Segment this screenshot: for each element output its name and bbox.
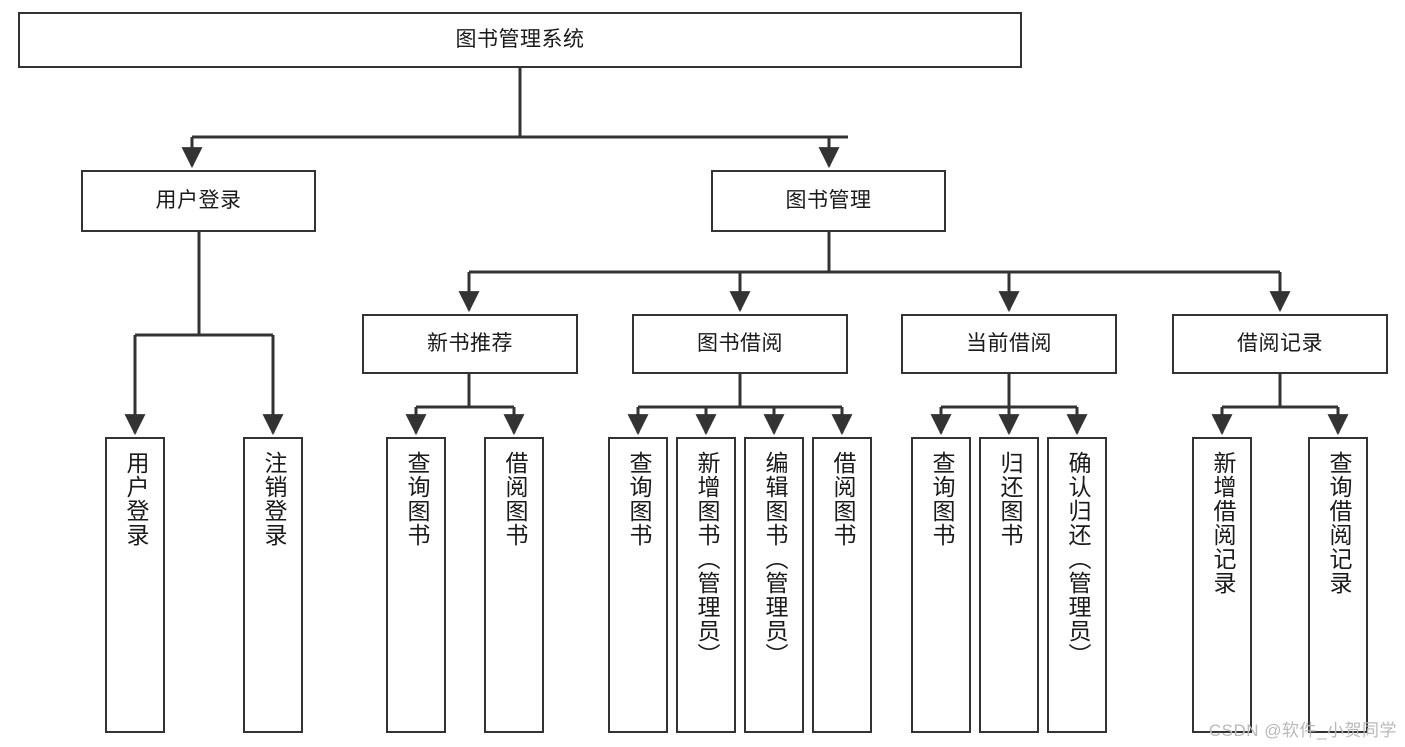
leaf-query-book-current[interactable]: 查询图书 <box>911 437 971 733</box>
node-borrowing-record[interactable]: 借阅记录 <box>1172 314 1388 374</box>
node-label: 图书管理系统 <box>455 27 585 51</box>
node-current-borrowing[interactable]: 当前借阅 <box>901 314 1117 374</box>
node-label: 新书推荐 <box>427 331 513 355</box>
leaf-query-borrow-record[interactable]: 查询借阅记录 <box>1308 437 1368 733</box>
leaf-add-borrow-record[interactable]: 新增借阅记录 <box>1192 437 1252 733</box>
leaf-confirm-return-admin[interactable]: 确认归还（管理员） <box>1047 437 1107 733</box>
node-label: 用户登录 <box>122 451 149 547</box>
node-label: 查询图书 <box>928 451 955 547</box>
leaf-borrow-book-newbook[interactable]: 借阅图书 <box>484 437 544 733</box>
leaf-add-book-admin[interactable]: 新增图书（管理员） <box>676 437 736 733</box>
node-user-login[interactable]: 用户登录 <box>81 170 316 232</box>
leaf-query-book-borrow[interactable]: 查询图书 <box>608 437 668 733</box>
node-label: 当前借阅 <box>966 331 1052 355</box>
node-label: 查询图书 <box>403 451 430 547</box>
node-root-book-management-system[interactable]: 图书管理系统 <box>18 12 1022 68</box>
leaf-edit-book-admin[interactable]: 编辑图书（管理员） <box>744 437 804 733</box>
node-label: 注销登录 <box>260 451 287 547</box>
node-label: 借阅记录 <box>1237 331 1323 355</box>
node-label: 用户登录 <box>155 188 242 212</box>
node-label: 归还图书 <box>996 451 1023 547</box>
leaf-query-book-newbook[interactable]: 查询图书 <box>386 437 446 733</box>
leaf-logout[interactable]: 注销登录 <box>243 437 303 733</box>
node-label: 借阅图书 <box>501 451 528 547</box>
node-label: 编辑图书（管理员） <box>761 451 788 667</box>
node-label: 图书借阅 <box>697 331 783 355</box>
node-label: 图书管理 <box>785 188 872 212</box>
node-label: 查询图书 <box>625 451 652 547</box>
node-label: 新增借阅记录 <box>1209 451 1236 595</box>
leaf-borrow-book[interactable]: 借阅图书 <box>812 437 872 733</box>
node-label: 确认归还（管理员） <box>1064 451 1091 667</box>
node-new-book-recommendation[interactable]: 新书推荐 <box>362 314 578 374</box>
leaf-user-login[interactable]: 用户登录 <box>105 437 165 733</box>
node-label: 借阅图书 <box>829 451 856 547</box>
leaf-return-book[interactable]: 归还图书 <box>979 437 1039 733</box>
node-book-management[interactable]: 图书管理 <box>711 170 946 232</box>
node-label: 查询借阅记录 <box>1325 451 1352 595</box>
node-book-borrowing[interactable]: 图书借阅 <box>632 314 848 374</box>
node-label: 新增图书（管理员） <box>693 451 720 667</box>
